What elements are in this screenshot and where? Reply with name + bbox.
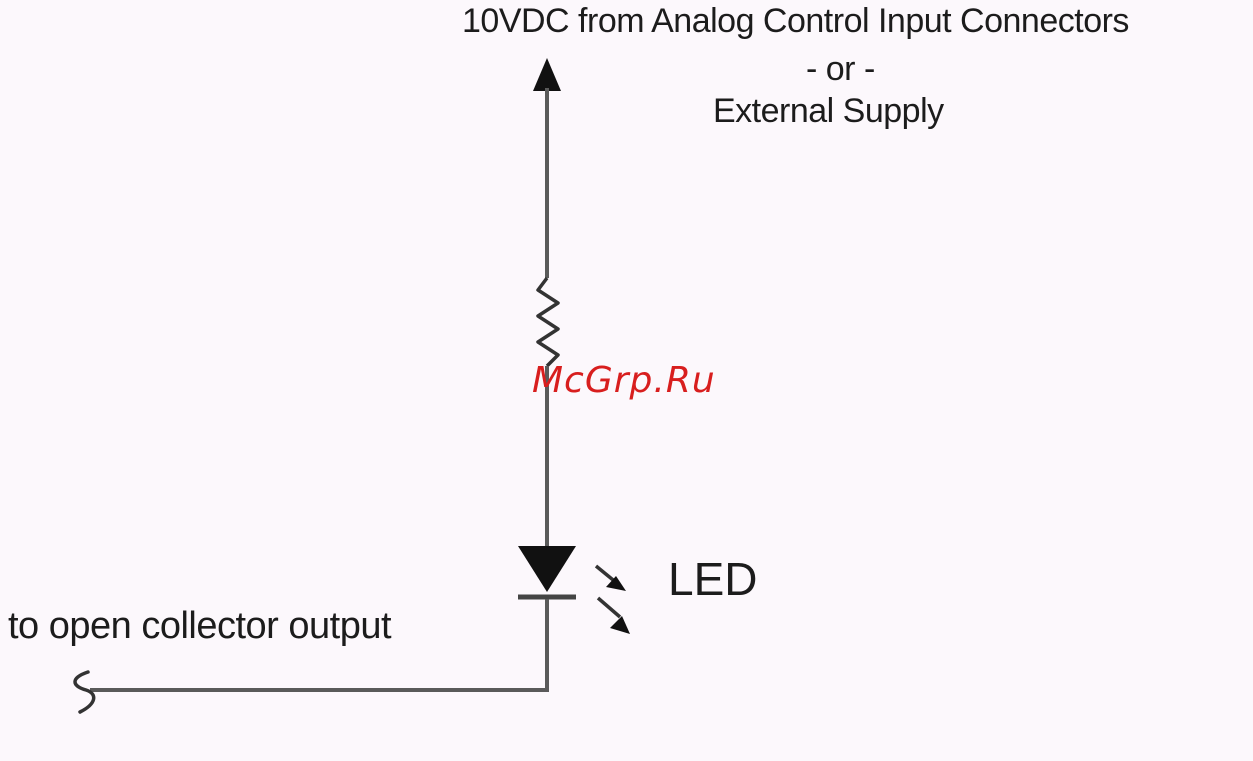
output-label: to open collector output [8,605,391,648]
watermark-text: McGrp.Ru [532,360,716,401]
supply-label-line3: External Supply [713,92,944,131]
led-label: LED [668,552,757,606]
led-diode-triangle [518,546,576,592]
supply-arrow [533,58,561,91]
led-emission-arrows [596,566,630,634]
supply-label-line2: - or - [806,50,875,89]
supply-label-line1: 10VDC from Analog Control Input Connecto… [462,2,1129,41]
wire-break-symbol [75,672,94,712]
resistor [538,278,558,366]
